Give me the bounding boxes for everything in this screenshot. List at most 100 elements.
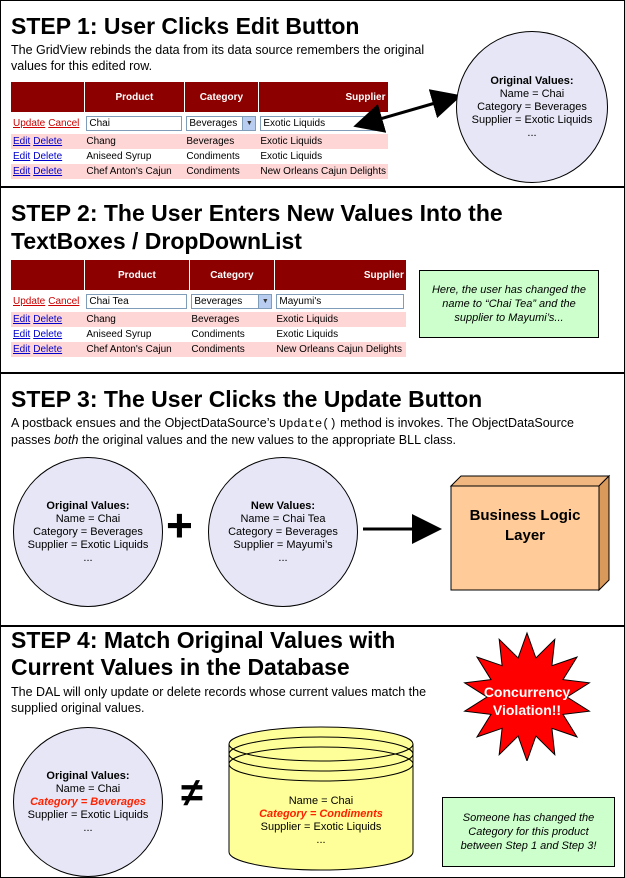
user-change-note: Here, the user has changed the name to “…: [419, 270, 599, 338]
edit-link[interactable]: Edit: [13, 136, 31, 147]
circle-line-category-highlight: Category = Beverages: [30, 795, 146, 808]
circle-heading: Original Values:: [46, 499, 130, 512]
edit-link[interactable]: Edit: [13, 166, 31, 177]
step3-desc-part: method is invokes. The ObjectDataSource …: [11, 416, 574, 447]
database-cylinder: [228, 726, 414, 871]
circle-heading: New Values:: [250, 499, 316, 512]
product-textbox[interactable]: Chai Tea: [86, 293, 188, 309]
circle-line: Supplier = Exotic Liquids: [27, 808, 149, 821]
cell-supplier: New Orleans Cajun Delights: [274, 342, 407, 357]
concurrency-starburst: [463, 631, 591, 761]
circle-heading: Original Values:: [46, 769, 130, 782]
update-link[interactable]: Update: [13, 295, 46, 307]
delete-link[interactable]: Delete: [33, 136, 63, 147]
circle-line: ...: [83, 551, 93, 564]
step3-panel: STEP 3: The User Clicks the Update Butto…: [0, 373, 625, 626]
edit-link[interactable]: Edit: [13, 314, 31, 325]
business-logic-layer-box: Business Logic Layer: [469, 507, 581, 544]
category-dropdown-value: Beverages: [194, 295, 243, 307]
cell-supplier: Exotic Liquids: [274, 312, 407, 327]
edit-link[interactable]: Edit: [13, 151, 31, 162]
circle-line: Category = Beverages: [33, 525, 143, 538]
step2-title-line1: STEP 2: The User Enters New Values Into …: [11, 200, 503, 226]
cell-supplier: Exotic Liquids: [258, 134, 389, 149]
database-values: Name = Chai Category = Condiments Suppli…: [229, 795, 413, 847]
cell-product: Chang: [84, 134, 185, 149]
db-line-category-highlight: Category = Condiments: [259, 808, 383, 820]
cell-category: Beverages: [184, 134, 259, 149]
grid-header-category[interactable]: Category: [184, 82, 259, 112]
grid-header-product[interactable]: Product: [84, 260, 190, 290]
db-line: ...: [316, 834, 326, 846]
delete-link[interactable]: Delete: [33, 329, 63, 340]
grid-header-supplier[interactable]: Supplier: [258, 82, 389, 112]
grid-header-category[interactable]: Category: [189, 260, 275, 290]
product-textbox[interactable]: Chai: [86, 115, 183, 131]
circle-line: Supplier = Mayumi’s: [233, 538, 333, 551]
edit-link[interactable]: Edit: [13, 329, 31, 340]
concurrency-violation-label: Concurrency Violation!!: [483, 684, 571, 718]
circle-line: Name = Chai: [499, 87, 565, 100]
cell-category: Condiments: [184, 164, 259, 179]
circle-line: ...: [527, 126, 537, 139]
step1-title: STEP 1: User Clicks Edit Button: [11, 13, 360, 39]
step4-title-line2: Current Values in the Database: [11, 654, 350, 680]
grid-header-supplier[interactable]: Supplier: [274, 260, 407, 290]
cell-product: Aniseed Syrup: [84, 149, 185, 164]
new-values-circle: New Values: Name = Chai Tea Category = B…: [208, 457, 358, 607]
cell-supplier: Exotic Liquids: [274, 327, 407, 342]
step3-title: STEP 3: The User Clicks the Update Butto…: [11, 386, 483, 412]
chevron-down-icon: ▼: [242, 116, 256, 130]
cancel-link[interactable]: Cancel: [48, 295, 80, 307]
original-values-circle: Original Values: Name = Chai Category = …: [456, 31, 608, 183]
category-dropdown-value: Beverages: [189, 117, 238, 129]
step3-desc-part: the original values and the new values t…: [78, 433, 456, 447]
circle-line: Name = Chai: [55, 782, 121, 795]
delete-link[interactable]: Delete: [33, 314, 63, 325]
db-line: Name = Chai: [288, 795, 354, 807]
cell-supplier: Exotic Liquids: [258, 149, 389, 164]
circle-line: Name = Chai: [55, 512, 121, 525]
step1-panel: STEP 1: User Clicks Edit Button The Grid…: [0, 0, 625, 187]
step2-panel: STEP 2: The User Enters New Values Into …: [0, 187, 625, 373]
cell-category: Condiments: [189, 327, 275, 342]
cancel-link[interactable]: Cancel: [48, 117, 80, 129]
circle-line: Category = Beverages: [477, 100, 587, 113]
update-link[interactable]: Update: [13, 117, 46, 129]
cell-product: Chef Anton's Cajun: [84, 342, 190, 357]
step3-desc-part: A postback ensues and the ObjectDataSour…: [11, 416, 279, 430]
update-method-code: Update(): [279, 417, 337, 431]
delete-link[interactable]: Delete: [33, 151, 63, 162]
not-equal-icon: ≠: [181, 771, 203, 815]
category-dropdown[interactable]: Beverages ▼: [191, 293, 273, 309]
cell-category: Condiments: [184, 149, 259, 164]
supplier-textbox[interactable]: Exotic Liquids: [260, 115, 377, 131]
circle-heading: Original Values:: [490, 74, 574, 87]
edit-link[interactable]: Edit: [13, 344, 31, 355]
original-values-circle: Original Values: Name = Chai Category = …: [13, 457, 163, 607]
delete-link[interactable]: Delete: [33, 344, 63, 355]
grid-header-product[interactable]: Product: [84, 82, 185, 112]
cell-product: Chang: [84, 312, 190, 327]
cell-product: Aniseed Syrup: [84, 327, 190, 342]
chevron-down-icon: ▼: [258, 294, 272, 308]
step4-description: The DAL will only update or delete recor…: [11, 685, 427, 715]
circle-line: Category = Beverages: [228, 525, 338, 538]
delete-link[interactable]: Delete: [33, 166, 63, 177]
step4-title-line1: STEP 4: Match Original Values with: [11, 627, 396, 653]
supplier-textbox[interactable]: Mayumi's: [276, 293, 405, 309]
step2-title-line2: TextBoxes / DropDownList: [11, 228, 302, 254]
step3-description: A postback ensues and the ObjectDataSour…: [11, 415, 616, 448]
cell-category: Condiments: [189, 342, 275, 357]
category-dropdown[interactable]: Beverages ▼: [186, 115, 257, 131]
circle-line: ...: [278, 551, 288, 564]
circle-line: ...: [83, 821, 93, 834]
